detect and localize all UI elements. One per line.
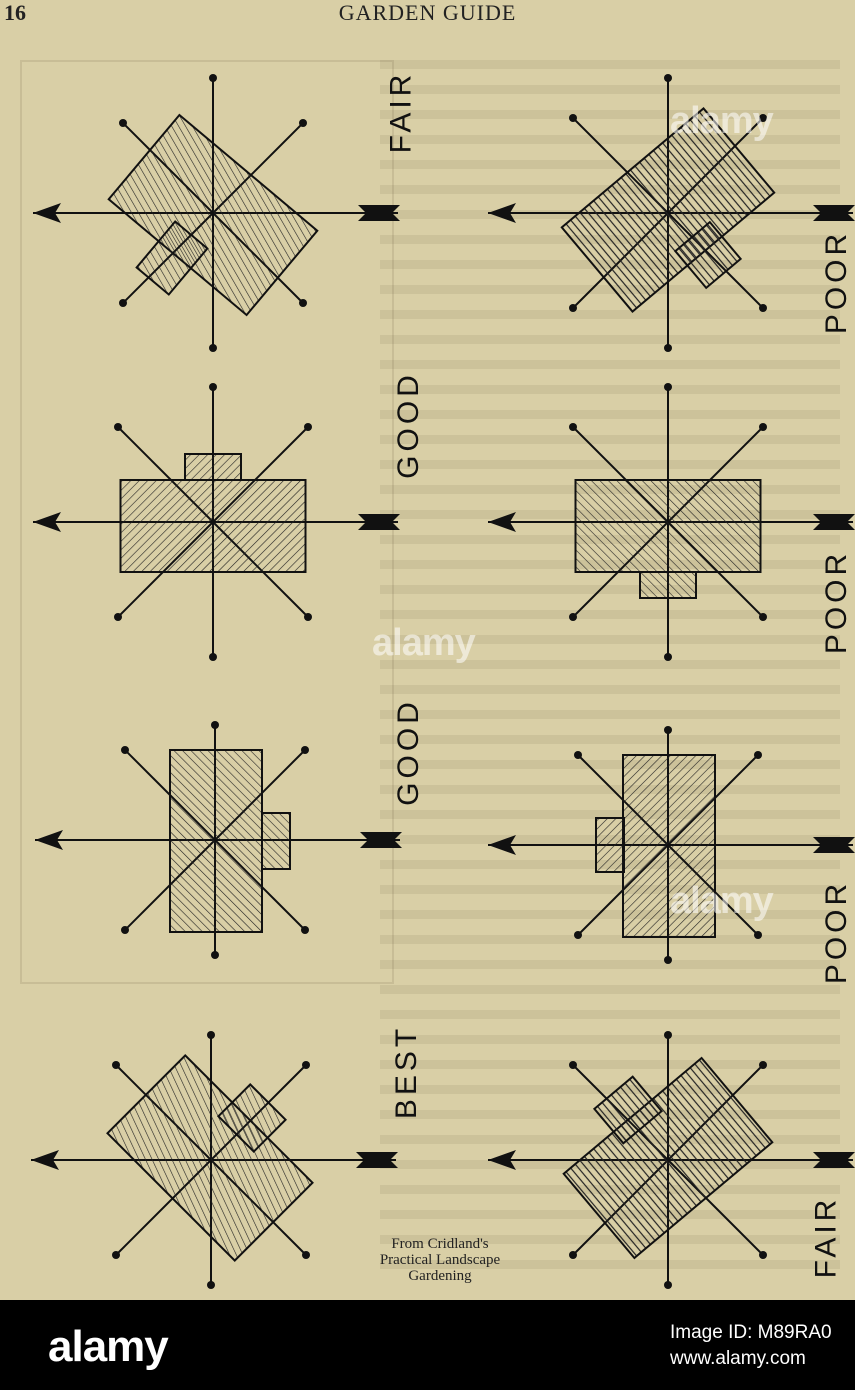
pin-dot <box>207 1031 215 1039</box>
alamy-logo: alamy <box>48 1322 169 1371</box>
pin-dot <box>569 1061 577 1069</box>
pin-dot <box>569 1251 577 1259</box>
pin-dot <box>301 746 309 754</box>
scanned-page: 16 GARDEN GUIDE FAIR POOR GOOD POOR GOOD… <box>0 0 855 1300</box>
pin-dot <box>211 951 219 959</box>
watermark: alamy <box>372 622 476 664</box>
page-number: 16 <box>4 0 26 25</box>
arrow-head <box>488 1150 516 1170</box>
pin-dot <box>664 383 672 391</box>
wing-plan <box>261 812 291 870</box>
pin-dot <box>209 74 217 82</box>
pin-dot <box>759 613 767 621</box>
pin-dot <box>114 423 122 431</box>
stock-footer <box>0 1300 855 1390</box>
pin-dot <box>119 119 127 127</box>
image-id: Image ID: M89RA0 <box>670 1322 832 1343</box>
arrow-head <box>33 512 61 532</box>
wing-plan <box>184 453 242 481</box>
pin-dot <box>759 1251 767 1259</box>
pin-dot <box>119 299 127 307</box>
rating-poor-2: POOR <box>820 549 854 655</box>
pin-dot <box>569 304 577 312</box>
arrow-fletching <box>813 205 855 221</box>
pin-dot <box>569 613 577 621</box>
wing-plan <box>135 220 209 296</box>
house-plan <box>119 479 307 573</box>
arrow-fletching <box>356 1152 398 1168</box>
arrow-fletching <box>358 205 400 221</box>
arrow-fletching <box>813 837 855 853</box>
arrow-fletching <box>813 514 855 530</box>
pin-dot <box>112 1251 120 1259</box>
arrow-head <box>33 203 61 223</box>
pin-dot <box>299 299 307 307</box>
rating-fair-bottom: FAIR <box>809 1195 843 1279</box>
house-plan <box>622 754 716 938</box>
pin-dot <box>121 746 129 754</box>
pin-dot <box>754 931 762 939</box>
house-plan <box>169 749 263 933</box>
pin-dot <box>574 931 582 939</box>
rating-poor-3: POOR <box>820 879 854 985</box>
pin-dot <box>569 423 577 431</box>
pin-dot <box>759 423 767 431</box>
credit-line-3: Gardening <box>408 1268 472 1284</box>
arrow-head <box>35 830 63 850</box>
watermark: alamy <box>670 880 774 922</box>
pin-dot <box>759 114 767 122</box>
arrow-head <box>488 512 516 532</box>
pin-dot <box>759 1061 767 1069</box>
pin-dot <box>209 344 217 352</box>
pin-dot <box>114 613 122 621</box>
pin-dot <box>207 1281 215 1289</box>
pin-dot <box>664 956 672 964</box>
pin-dot <box>304 423 312 431</box>
wing-plan <box>216 1082 288 1154</box>
pin-dot <box>299 119 307 127</box>
arrow-head <box>488 835 516 855</box>
arrow-fletching <box>360 832 402 848</box>
pin-dot <box>209 653 217 661</box>
wing-plan <box>673 220 743 290</box>
rating-fair-top: FAIR <box>384 70 418 154</box>
pin-dot <box>569 114 577 122</box>
credit-line-2: Practical Landscape <box>379 1252 501 1268</box>
credit-line-1: From Cridland's <box>391 1236 489 1252</box>
arrow-fletching <box>358 514 400 530</box>
pin-dot <box>664 726 672 734</box>
pin-dot <box>112 1061 120 1069</box>
pin-dot <box>211 721 219 729</box>
rating-poor-1: POOR <box>820 229 854 335</box>
rating-good-1: GOOD <box>391 371 425 479</box>
pin-dot <box>759 304 767 312</box>
wing-plan <box>639 571 697 599</box>
site-url: www.alamy.com <box>670 1348 806 1369</box>
rating-good-2: GOOD <box>391 698 425 806</box>
orientation-diagrams <box>31 74 855 1289</box>
pin-dot <box>304 613 312 621</box>
pin-dot <box>664 74 672 82</box>
image-credit: From Cridland's Practical Landscape Gard… <box>330 1236 550 1284</box>
pin-dot <box>302 1061 310 1069</box>
house-plan <box>574 479 762 573</box>
rating-best: BEST <box>390 1024 424 1120</box>
pin-dot <box>664 1281 672 1289</box>
pin-dot <box>664 344 672 352</box>
pin-dot <box>302 1251 310 1259</box>
pin-dot <box>209 383 217 391</box>
arrow-fletching <box>813 1152 855 1168</box>
pin-dot <box>664 653 672 661</box>
pin-dot <box>301 926 309 934</box>
watermark: alamy <box>670 100 774 142</box>
pin-dot <box>574 751 582 759</box>
wing-plan <box>595 817 625 873</box>
wing-plan <box>592 1075 664 1145</box>
pin-dot <box>121 926 129 934</box>
arrow-head <box>488 203 516 223</box>
running-header: GARDEN GUIDE <box>338 0 517 25</box>
pin-dot <box>754 751 762 759</box>
arrow-head <box>31 1150 59 1170</box>
pin-dot <box>664 1031 672 1039</box>
